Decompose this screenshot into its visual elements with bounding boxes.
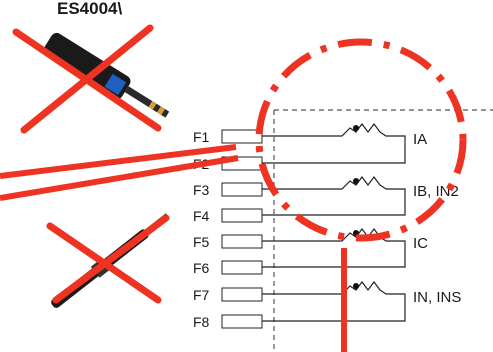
terminal-box [221, 208, 263, 223]
clamp-probe-icon [43, 32, 170, 118]
terminal-box [221, 314, 263, 329]
terminal-box [221, 182, 263, 197]
header-text: ES4004\ [57, 0, 122, 18]
ct-circuits [262, 123, 406, 322]
terminal-label: F6 [193, 260, 210, 276]
polarity-dots [353, 125, 359, 289]
terminal-box [221, 234, 263, 249]
terminal-label: F4 [193, 208, 210, 224]
channel-label-ia: IA [413, 131, 427, 148]
terminal-label: F3 [193, 182, 210, 198]
terminal-label: F5 [193, 234, 210, 250]
x-mark-icon [46, 214, 170, 304]
channel-label-in: IN, INS [413, 289, 461, 306]
channel-label-ic: IC [413, 235, 428, 252]
highlight-circle [255, 38, 467, 242]
terminal-label: F8 [193, 314, 210, 330]
x-mark-icon [12, 24, 162, 134]
terminal-label: F7 [193, 287, 210, 303]
terminal-box [221, 287, 263, 302]
terminal-box [221, 260, 263, 275]
terminal-label: F1 [193, 129, 210, 145]
red-connection-lines [0, 144, 239, 201]
